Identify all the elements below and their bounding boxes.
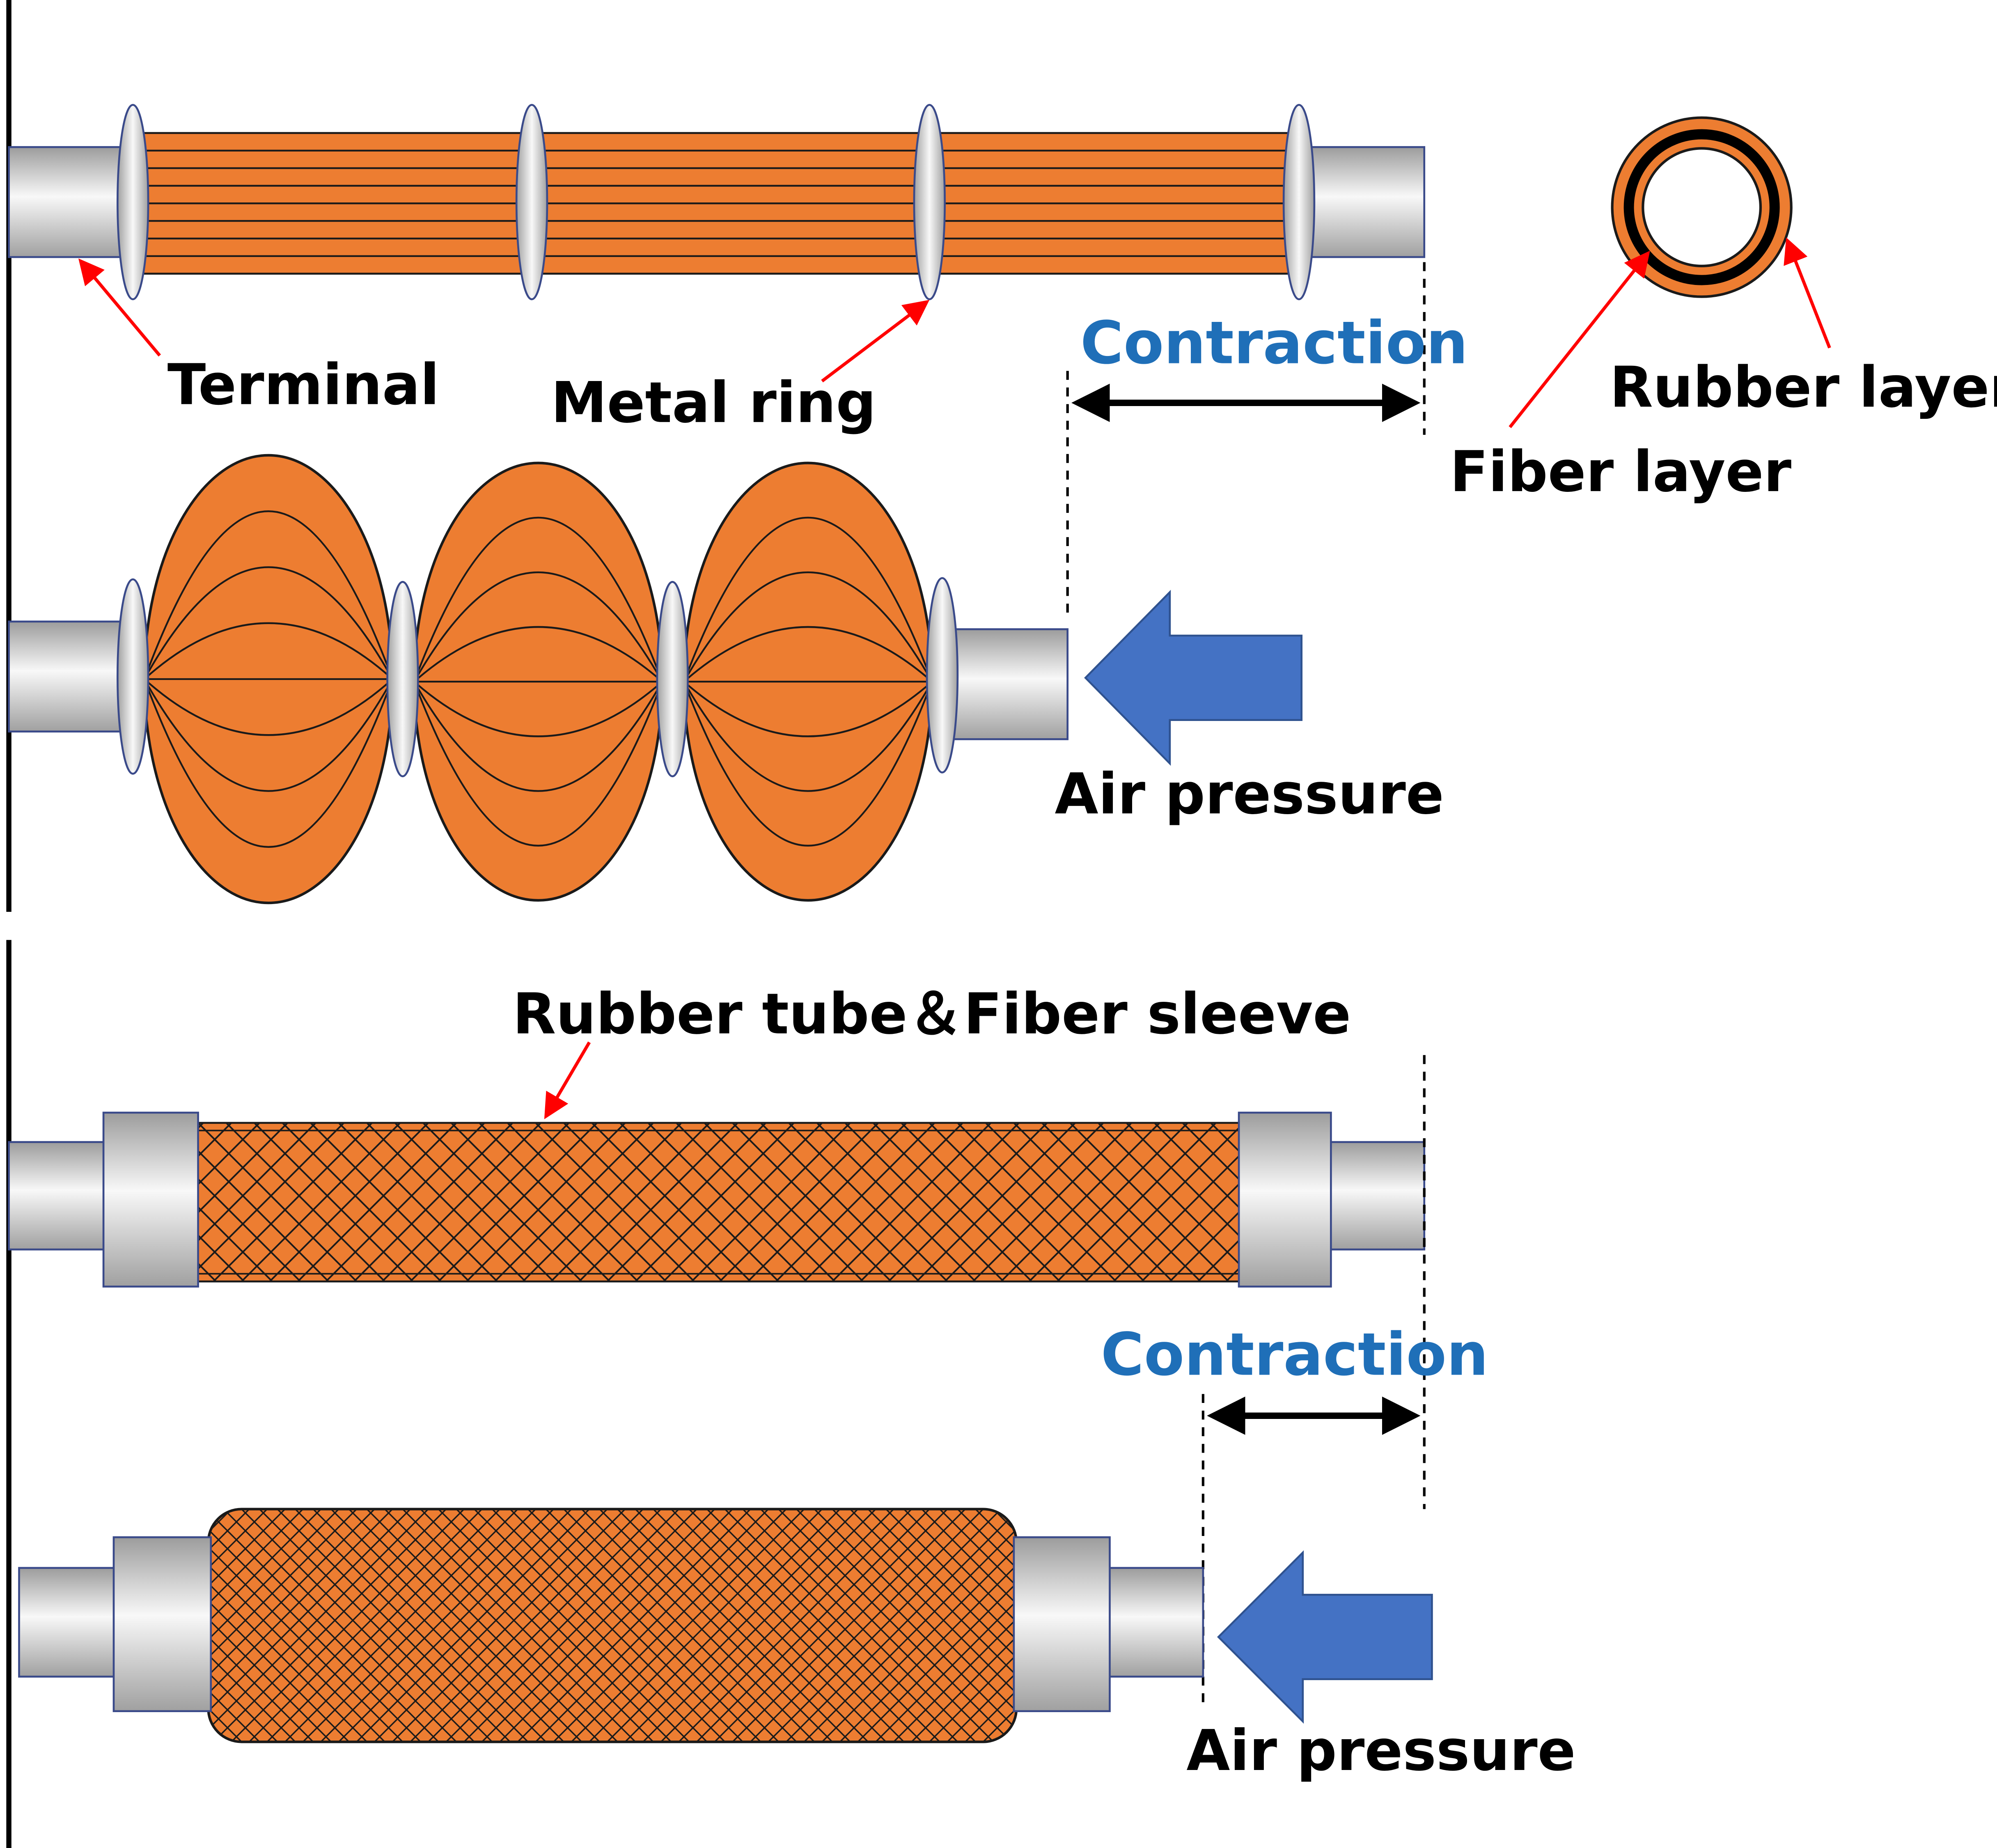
terminal-left — [8, 146, 135, 258]
bulge-fiber-line — [683, 681, 933, 737]
terminal-label: Terminal — [167, 352, 440, 418]
bottom-terminal-left — [8, 1141, 107, 1251]
bulge-fiber-line — [683, 571, 933, 682]
fiber-sleeve-mesh-relaxed — [195, 1123, 1242, 1282]
bulge-fiber-line — [413, 517, 663, 682]
metal-ring — [1282, 104, 1316, 301]
bulge-fiber-line — [143, 566, 393, 680]
rubber-layer-label: Rubber layer — [1610, 355, 1997, 420]
metal-ring — [386, 581, 419, 778]
bulge-fiber-line — [413, 571, 663, 682]
actuator-pressurized-bottom — [18, 1508, 1204, 1743]
terminal-left-pressurized — [8, 620, 135, 733]
bulge-fiber-line — [683, 626, 933, 682]
bulge-fiber-line — [143, 510, 394, 680]
actuator-pressurized-top — [8, 454, 1069, 904]
bulges — [143, 454, 933, 904]
cross-section-inner — [1642, 147, 1762, 268]
bulge-fiber-line — [144, 622, 393, 680]
metal-ring — [515, 104, 548, 301]
bulge-fiber-line — [413, 626, 663, 682]
metal-ring-label: Metal ring — [551, 370, 876, 436]
contraction-label-top: Contraction — [1080, 309, 1468, 377]
air-pressure-arrow-top — [1084, 590, 1303, 766]
metal-ring — [117, 578, 149, 775]
air-pressure-label-top: Air pressure — [1055, 762, 1444, 827]
bulge-fiber-line — [143, 679, 394, 848]
bulge-fiber-line — [413, 681, 663, 847]
cross-section-fiber — [1623, 129, 1780, 285]
metal-ring — [656, 581, 689, 778]
bottom-terminal-right — [1327, 1141, 1426, 1251]
bottom-collar-right — [1238, 1111, 1332, 1288]
bulge-fiber-line — [683, 681, 933, 792]
metal-ring — [926, 577, 959, 774]
metal-rings-top — [117, 104, 1316, 301]
metal-ring-pointer — [821, 300, 930, 383]
bottom-terminal-right-pressurized — [1106, 1567, 1204, 1678]
bottom-collar-right-pressurized — [1013, 1536, 1111, 1713]
bottom-collar-left-pressurized — [112, 1536, 212, 1713]
bottom-collar-left — [102, 1111, 199, 1288]
terminal-right-pressurized — [940, 628, 1069, 740]
bulge-fiber-line — [683, 681, 933, 847]
fiber-sleeve-mesh-pressurized — [208, 1509, 1017, 1742]
contraction-label-bottom: Contraction — [1101, 1320, 1488, 1389]
metal-ring — [117, 104, 149, 301]
bulge-fiber-line — [683, 517, 933, 682]
bulge-fiber-line — [144, 678, 393, 736]
bulge-fiber-line — [413, 681, 663, 737]
bottom-terminal-left-pressurized — [18, 1567, 117, 1678]
bulge-fiber-line — [413, 681, 663, 792]
bulge-fiber-line — [143, 678, 393, 792]
actuator-relaxed-bottom — [8, 1111, 1426, 1288]
cross-section — [1611, 116, 1793, 298]
rubber-tube-fiber-sleeve-label: Rubber tube＆Fiber sleeve — [513, 982, 1351, 1047]
actuator-relaxed-top — [8, 104, 1426, 301]
metal-ring — [913, 104, 946, 301]
sleeve-pointer — [544, 1041, 591, 1120]
air-pressure-label-bottom: Air pressure — [1186, 1718, 1575, 1784]
fiber-layer-label: Fiber layer — [1450, 439, 1791, 505]
terminal-pointer — [78, 258, 161, 357]
air-pressure-arrow-bottom — [1217, 1550, 1433, 1724]
fiber-lines — [133, 149, 1300, 257]
rubber-layer-pointer — [1784, 237, 1831, 349]
fiber-layer-pointer — [1509, 250, 1650, 428]
metal-rings-pressurized — [117, 577, 959, 778]
